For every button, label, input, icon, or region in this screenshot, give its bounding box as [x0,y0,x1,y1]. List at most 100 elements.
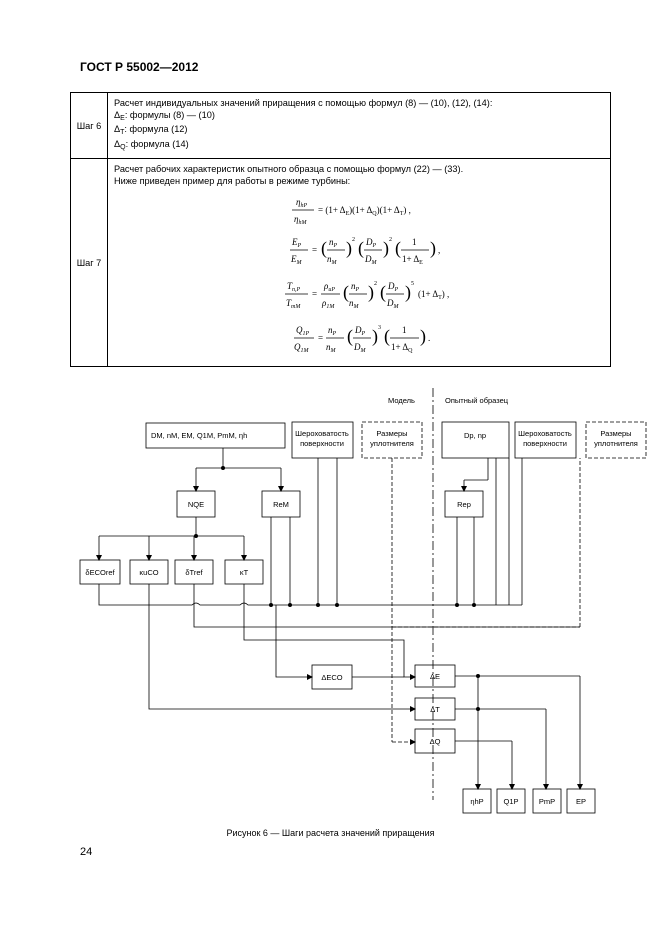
svg-text:(1+ ΔT) ,: (1+ ΔT) , [418,289,449,301]
figure-caption: Рисунок 6 — Шаги расчета значений приращ… [226,828,435,838]
nqe-text: NQE [188,500,204,509]
svg-text:(: ( [380,282,386,303]
d-t-text: ΔT [430,705,440,714]
svg-text:Q1M: Q1M [294,342,310,354]
svg-text:(: ( [384,326,390,347]
formula-efficiency: ηhP ηhM = (1+ ΔE)(1+ ΔQ)(1+ ΔT) , [292,197,411,226]
model-label: Модель [388,396,415,405]
svg-text:DP: DP [387,281,399,293]
svg-text:): ) [430,238,436,259]
svg-text:DM: DM [353,342,367,354]
d-q-text: ΔQ [430,737,441,746]
formula-torque: Tn,P TmM = ρuP ρ1M ( nP nM ) 2 ( [285,281,449,310]
out-q-text: Q1P [503,797,518,806]
svg-text:ρ1M: ρ1M [321,298,335,310]
steps-table: Шаг 6 Расчет индивидуальных значений при… [70,92,611,367]
svg-text:=: = [312,289,317,299]
svg-text:): ) [372,326,378,347]
svg-text:DP: DP [354,325,366,337]
prototype-label: Опытный образец [445,396,509,405]
svg-text:Tn,P: Tn,P [287,281,301,293]
d-eco-text: ΔECO [321,673,342,682]
model-input-text: DM, nM, EM, Q1M, PmM, ηh [151,431,247,440]
model-seal-text-1: Размеры [376,429,407,438]
k-t-text: κT [240,568,249,577]
svg-text:EM: EM [290,254,303,266]
svg-text:1: 1 [402,325,407,335]
out-eta-text: ηhP [470,797,483,806]
step6-item-q: ΔQ: формула (14) [114,138,189,151]
svg-text:DM: DM [386,298,400,310]
step6-item-t: ΔT: формула (12) [114,124,188,136]
model-roughness-text-2: поверхности [300,439,344,448]
model-roughness-box [291,421,354,459]
step6-item-e: ΔE: формулы (8) — (10) [114,109,215,122]
model-roughness-text-1: Шероховатость [295,429,349,438]
svg-text:2: 2 [374,281,377,287]
svg-text:nM: nM [326,342,337,354]
svg-text:(: ( [347,326,353,347]
out-e-text: EP [576,797,586,806]
svg-text:nM: nM [327,254,338,266]
svg-text:.: . [428,333,430,343]
rem-text: ReM [273,500,289,509]
svg-text:): ) [368,282,374,303]
svg-text:(: ( [358,238,364,259]
k-uco-text: κuCO [139,568,158,577]
svg-text:): ) [383,238,389,259]
proto-seal-box [585,421,647,459]
model-input-box [145,422,286,449]
proto-roughness-text-1: Шероховатость [518,429,572,438]
d-ecoref-text: δECOref [85,568,115,577]
proto-seal-text-2: уплотнителя [594,439,638,448]
formula-discharge: Q1P Q1M = nP nM ( DP DM ) 3 ( [294,325,430,354]
svg-text:TmM: TmM [286,298,301,310]
svg-text:ηhP: ηhP [296,197,307,209]
rep-text: Rep [457,500,471,509]
step7-line1: Расчет рабочих характеристик опытного об… [114,164,464,174]
proto-seal-text-1: Размеры [600,429,631,438]
step6-intro: Расчет индивидуальных значений приращени… [114,98,493,108]
svg-text:1+ ΔQ: 1+ ΔQ [391,342,413,354]
page-number: 24 [80,846,93,858]
proto-roughness-box [514,421,577,459]
svg-text:DP: DP [365,237,377,249]
svg-text:1+ ΔE: 1+ ΔE [402,254,423,266]
svg-text:nP: nP [351,281,360,293]
svg-text:2: 2 [352,237,355,243]
svg-text:(: ( [321,238,327,259]
document-header: ГОСТ Р 55002—2012 [80,60,199,74]
svg-text:=: = [318,333,323,343]
svg-text:1: 1 [412,237,417,247]
svg-text:3: 3 [378,325,381,331]
step6-label: Шаг 6 [70,92,108,159]
svg-text:(: ( [395,238,401,259]
proto-input-box [441,421,510,459]
model-seal-text-2: уплотнителя [370,439,414,448]
svg-text:): ) [346,238,352,259]
svg-text:EP: EP [291,237,302,249]
step7-label: Шаг 7 [70,158,108,367]
svg-text:): ) [405,282,411,303]
calculation-flow-diagram: Модель Опытный образец DM, nM, EM, Q1M, … [79,388,647,814]
d-e-text: ΔE [430,672,440,681]
svg-text:ρuP: ρuP [323,281,335,293]
svg-text:=: = [312,245,317,255]
out-p-text: PmP [539,797,555,806]
svg-text:= (1+ ΔE)(1+ ΔQ)(1+ ΔT) ,: = (1+ ΔE)(1+ ΔQ)(1+ ΔT) , [318,205,411,217]
svg-text:nM: nM [349,298,360,310]
step7-content: Расчет рабочих характеристик опытного об… [107,158,611,367]
d-tref-text: δTref [185,568,203,577]
step7-row: Шаг 7 Расчет рабочих характеристик опытн… [70,158,611,367]
proto-input-text: Dp, np [464,431,486,440]
svg-text:(: ( [343,282,349,303]
svg-text:DM: DM [364,254,378,266]
svg-text:nP: nP [329,237,338,249]
step6-content: Расчет индивидуальных значений приращени… [107,92,611,159]
svg-text:): ) [420,326,426,347]
svg-text:2: 2 [389,237,392,243]
svg-text:ηhM: ηhM [294,214,307,226]
svg-text:,: , [438,245,440,255]
formula-block: ηhP ηhM = (1+ ΔE)(1+ ΔQ)(1+ ΔT) , EP EM … [114,191,604,361]
proto-roughness-text-2: поверхности [523,439,567,448]
